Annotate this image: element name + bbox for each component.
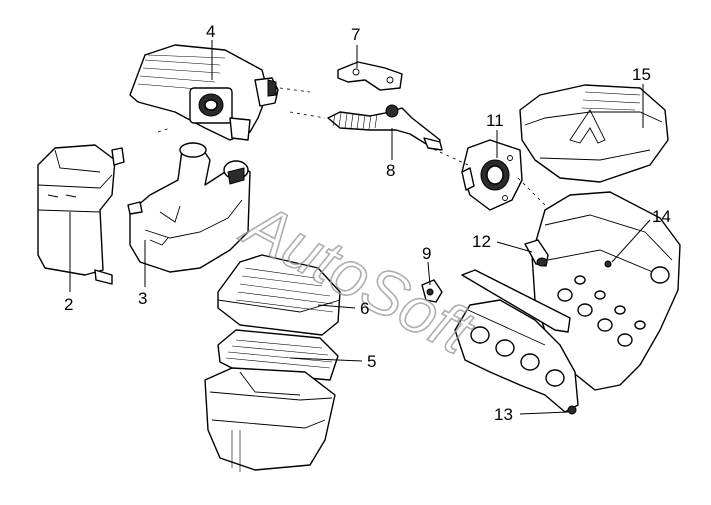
part-3-air-duct (127, 142, 251, 273)
part-5-filter-element (217, 329, 339, 381)
part-12-sensor (524, 239, 549, 267)
part-15-head-cover (519, 84, 669, 183)
callout-8: 8 (386, 161, 395, 180)
part-14-cylinder-head (531, 191, 681, 391)
callout-12: 12 (472, 232, 491, 251)
part-9-valve (421, 279, 443, 303)
callout-3: 3 (138, 289, 147, 308)
callout-14: 14 (652, 207, 671, 226)
callout-11: 11 (486, 111, 504, 130)
part-7-bracket (337, 61, 403, 91)
callout-7: 7 (351, 25, 360, 44)
callout-2: 2 (64, 295, 73, 314)
part-2-expansion-tank (37, 144, 125, 285)
callout-4: 4 (206, 22, 215, 41)
callout-9: 9 (422, 244, 431, 263)
part-8-breather-hose (327, 104, 443, 151)
callout-15: 15 (632, 65, 651, 84)
part-11-throttle-body (461, 139, 523, 211)
part-13-manifold (454, 269, 579, 415)
part-4-air-flow-meter (129, 44, 279, 141)
callout-6: 6 (360, 299, 369, 318)
callout-5: 5 (367, 352, 376, 371)
assembly-dashed-lines (157, 87, 546, 206)
callout-13: 13 (494, 405, 513, 424)
leader-lines (69, 40, 651, 415)
part-1-air-cleaner-housing (204, 367, 336, 472)
callout-labels: 4 7 15 11 8 14 12 9 2 3 6 5 13 (64, 22, 671, 424)
